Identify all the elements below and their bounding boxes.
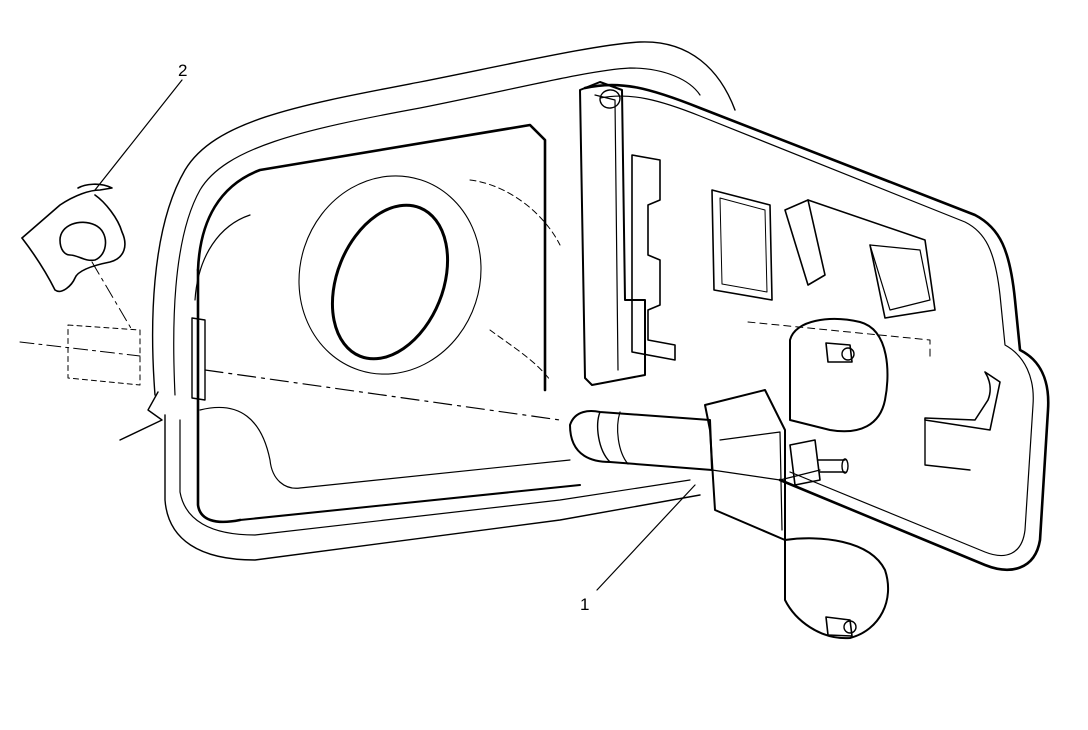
leader-lines (94, 79, 696, 591)
fuel-pocket-housing (151, 41, 736, 561)
leader-line-1 (596, 484, 696, 591)
fuel-door (579, 81, 1050, 571)
filler-neck-opening (298, 175, 561, 381)
latch-actuator (569, 318, 890, 640)
callout-label-2: 2 (178, 61, 187, 80)
retainer-clip (19, 183, 163, 441)
callout-label-1: 1 (580, 595, 589, 614)
leader-line-2 (94, 79, 183, 191)
